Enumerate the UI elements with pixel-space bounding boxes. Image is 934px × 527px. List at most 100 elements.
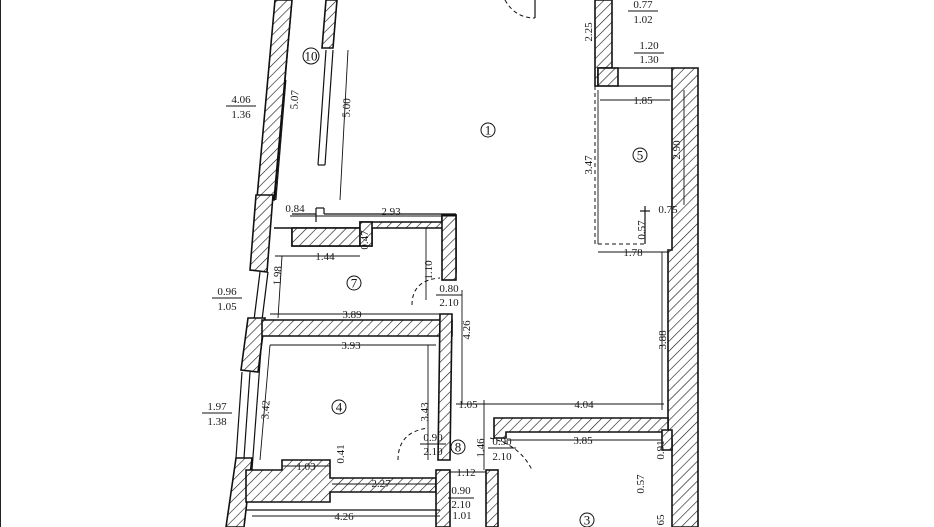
wall-bottom-col2	[485, 469, 499, 527]
dimension-label: 2.25	[583, 22, 595, 42]
room-marker-1: 1	[480, 122, 496, 138]
window-height: 1.36	[231, 109, 251, 121]
window-width: 0.96	[217, 286, 237, 298]
room4-inner-line	[251, 335, 263, 471]
door-swing-top	[504, 0, 536, 19]
dim-line	[339, 49, 349, 201]
dim-line	[277, 255, 283, 319]
wall-bottom-col	[435, 469, 451, 527]
window-line	[274, 0, 293, 201]
svg-text:8: 8	[455, 440, 462, 455]
window-width: 1.97	[207, 401, 227, 413]
wall-left-low	[240, 317, 266, 373]
dimension-label: 4.26	[461, 320, 473, 340]
wall-top-right-b	[667, 67, 699, 527]
wall-1-3	[493, 417, 669, 439]
door-width: 0.80	[439, 283, 459, 295]
dimension-label: 0.47	[359, 230, 371, 250]
partition-line	[324, 49, 334, 166]
opening-height: 1.30	[639, 54, 659, 66]
dimension-label: 3.42	[259, 400, 272, 420]
door-width: 0.90	[423, 432, 443, 444]
partition-line	[317, 49, 327, 166]
room-marker-10: 10	[302, 47, 320, 65]
opening-height: 1.02	[633, 14, 652, 26]
door-height: 2.10	[423, 446, 443, 458]
wall-stub	[597, 67, 619, 87]
svg-text:5: 5	[637, 148, 644, 163]
dimension-label: 4.04	[574, 399, 594, 411]
dimension-label: 0.91	[655, 440, 667, 459]
svg-text:1: 1	[485, 123, 492, 138]
door-swing-8	[489, 437, 533, 471]
wall-room4-bottom	[245, 459, 437, 503]
dimension-label: 65	[655, 514, 667, 526]
dimension-label: 1.01	[452, 510, 471, 522]
window-line	[243, 371, 251, 459]
door-height: 2.10	[439, 297, 459, 309]
window-height: 1.38	[207, 416, 227, 428]
wall-left-upper	[256, 0, 293, 201]
door-swing-7	[411, 277, 441, 306]
room-marker-5: 5	[632, 147, 648, 163]
dimension-label: 1.44	[315, 251, 335, 263]
door-width: 0.90	[451, 485, 471, 497]
wall-left-mid	[249, 194, 274, 273]
room-marker-8: 8	[450, 439, 466, 455]
svg-text:7: 7	[351, 276, 358, 291]
wall-right-col	[661, 429, 673, 451]
dimension-label: 2.90	[671, 140, 683, 160]
window-line	[235, 371, 243, 459]
dimension-label: 3.85	[573, 435, 593, 447]
opening-width: 0.77	[633, 0, 653, 11]
wall-room7-top-left	[291, 227, 361, 247]
dimension-label: 1.85	[633, 95, 653, 107]
dim-line	[259, 344, 271, 461]
svg-text:3: 3	[584, 513, 591, 527]
wall-room7-right	[441, 214, 457, 281]
wall-7-4	[261, 319, 453, 337]
dimension-label: 1.46	[475, 438, 487, 458]
dimension-label: 5.07	[288, 89, 301, 110]
room5-boundary	[594, 86, 645, 245]
door-width: 0.90	[492, 436, 512, 448]
dimension-label: 1.98	[271, 265, 284, 286]
room-marker-4: 4	[331, 399, 347, 415]
door-height: 2.10	[492, 451, 512, 463]
room-marker-3: 3	[579, 513, 595, 527]
dimension-label: 0.57	[636, 220, 648, 240]
door-swing-4	[397, 427, 429, 461]
dimension-label: 0.57	[635, 474, 647, 494]
window-width: 4.06	[231, 94, 251, 106]
door-height: 2.10	[451, 499, 471, 511]
window-height: 1.05	[217, 301, 237, 313]
room-marker-7: 7	[346, 275, 362, 291]
dimension-label: 2.93	[381, 206, 401, 218]
opening-width: 1.20	[639, 40, 659, 52]
window-line	[253, 271, 261, 321]
dimension-label: 1.10	[423, 260, 435, 280]
dim-line	[275, 79, 287, 201]
dimension-label: 3.93	[341, 340, 361, 352]
window-line	[261, 271, 269, 321]
dimension-label: 3.47	[583, 155, 595, 175]
dimension-label: 1.03	[296, 461, 316, 473]
dimension-label: 2.27	[371, 478, 391, 490]
dimension-label: 3.43	[419, 402, 431, 422]
dimension-label: 0.41	[335, 444, 347, 463]
dimension-label: 0.84	[285, 203, 305, 215]
dimension-label: 1.05	[458, 399, 478, 411]
svg-text:10: 10	[305, 49, 318, 64]
dimension-label: 4.26	[334, 511, 354, 523]
svg-text:4: 4	[336, 400, 343, 415]
dimension-label: 1.78	[623, 247, 643, 259]
wall-room7-col	[359, 221, 373, 247]
dimension-label: 3.89	[342, 309, 362, 321]
dimension-label: 5.00	[341, 98, 354, 118]
partition-10a	[321, 0, 338, 49]
wall-room4-right	[437, 313, 453, 461]
dimension-label: 1.12	[456, 467, 475, 479]
dimension-label: 0.75	[658, 204, 678, 216]
dimension-label: 3.88	[657, 330, 669, 350]
